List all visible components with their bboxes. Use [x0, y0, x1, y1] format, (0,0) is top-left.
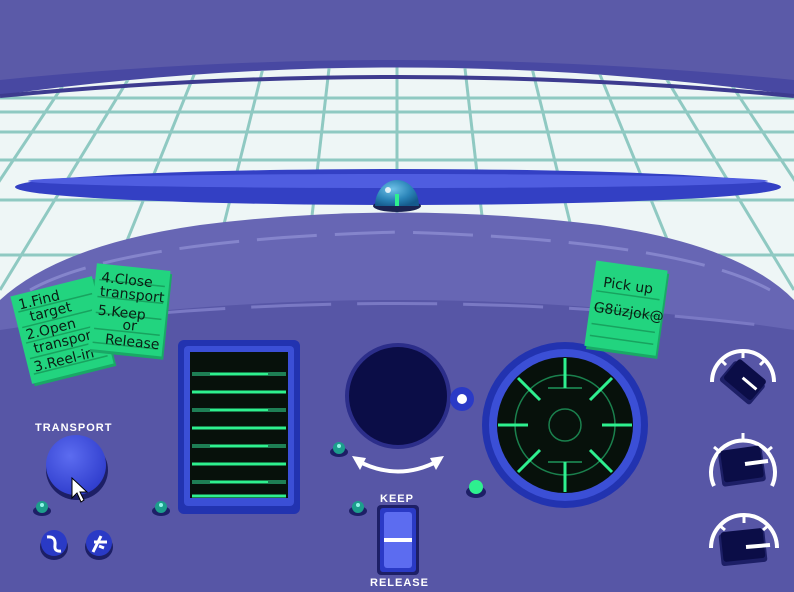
panel-highlight: [39, 302, 761, 327]
keep-release-switch[interactable]: [377, 505, 419, 575]
gauge-middle: [709, 433, 777, 487]
note-line: Release: [104, 332, 160, 354]
switch-knob-right[interactable]: [85, 530, 113, 560]
sticky-note-middle: 4.Close transport 5.Keep or Release: [87, 263, 173, 360]
dome-lamp-icon: [373, 180, 421, 212]
keep-label: KEEP: [380, 493, 414, 505]
transport-button[interactable]: [46, 435, 108, 500]
crosshair-radar-icon: [482, 342, 648, 508]
indicator-lights: [33, 442, 486, 516]
curved-double-arrow-icon: [352, 456, 444, 474]
indicator-light: [33, 501, 51, 516]
gauge-top: [710, 349, 776, 405]
indicator-light: [349, 501, 367, 516]
indicator-light: [152, 501, 170, 516]
indicator-light-green: [466, 480, 486, 498]
switch-knob-left[interactable]: [40, 530, 68, 560]
indicator-light: [330, 442, 348, 457]
note-line: or: [122, 317, 138, 334]
note-line: transport: [99, 284, 166, 307]
note-line: 5.Keep: [97, 303, 146, 324]
release-label: RELEASE: [370, 577, 429, 589]
note-line: 4.Close: [101, 270, 154, 291]
window-frame-edge: [0, 75, 794, 98]
transport-portal[interactable]: [345, 343, 451, 449]
sticky-note-right: Pick up G8üzjok@: [584, 260, 670, 359]
note-line: Pick up: [602, 275, 654, 298]
sonar-screen: [178, 340, 300, 514]
window-top-frame: [0, 60, 794, 96]
mouse-pointer-icon: [71, 476, 89, 503]
gauge-bottom: [709, 513, 779, 567]
hood-highlight: [29, 230, 771, 292]
sticky-note-left: 1.Find target 2.Open transport 3.Reel-in: [10, 276, 117, 387]
transport-label: TRANSPORT: [35, 422, 112, 434]
